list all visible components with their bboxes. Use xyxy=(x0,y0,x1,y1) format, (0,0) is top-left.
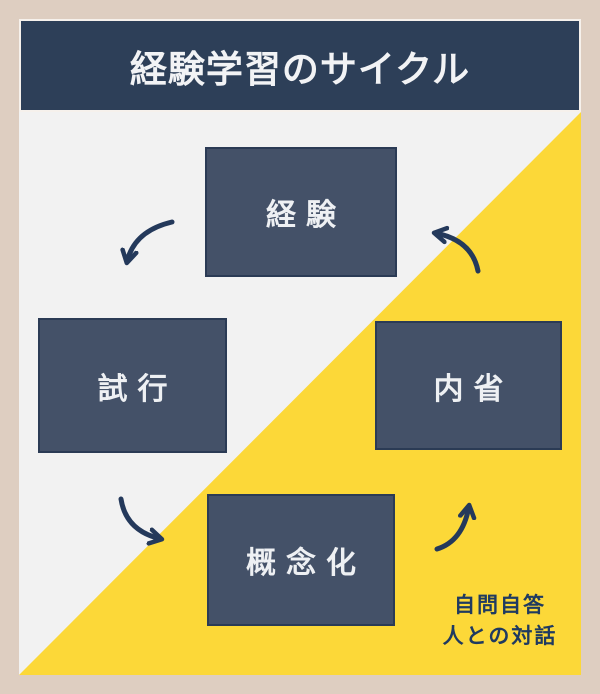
node-trial: 試行 xyxy=(38,318,227,453)
node-trial-label: 試行 xyxy=(97,372,178,406)
title-bar: 経験学習のサイクル xyxy=(19,19,581,112)
node-experience-label: 経験 xyxy=(266,199,346,232)
node-conceptualization: 概念化 xyxy=(207,494,395,626)
arrow-experience-to-trial xyxy=(127,219,175,262)
node-conceptualization-label: 概念化 xyxy=(246,547,366,580)
node-reflection-label: 内省 xyxy=(433,372,514,406)
reflection-note-line2: 人との対話 xyxy=(442,625,558,648)
diagram-card: 経験学習のサイクル 経験 試行 概念化 内省 自問自答 xyxy=(19,19,581,675)
cycle-canvas: 経験 試行 概念化 内省 自問自答 人との対話 xyxy=(19,112,581,675)
reflection-note: 自問自答 人との対話 xyxy=(410,590,581,652)
page-title: 経験学習のサイクル xyxy=(129,48,471,90)
reflection-note-line1: 自問自答 xyxy=(454,594,546,617)
node-experience: 経験 xyxy=(205,147,397,277)
arrow-trial-to-conceptualization xyxy=(118,496,161,539)
node-reflection: 内省 xyxy=(375,321,562,450)
